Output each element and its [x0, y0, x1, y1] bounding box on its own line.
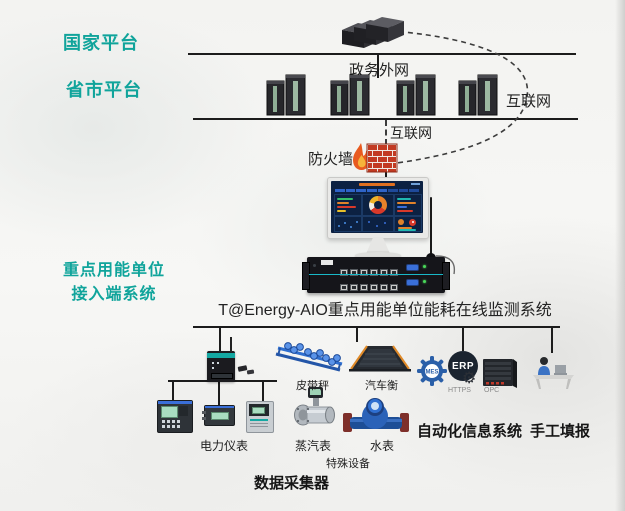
truck-scale-icon	[349, 345, 411, 372]
label-belt-scale: 皮带秤	[296, 380, 329, 392]
system-caption: T@Energy-AIO重点用能单位能耗在线监测系统	[218, 302, 552, 319]
water-meter-icon	[343, 398, 409, 432]
https-caption: HTTPS	[448, 387, 471, 394]
dashboard-panel-donut	[362, 194, 394, 216]
antenna-cable	[435, 255, 456, 275]
opc-caption: OPC	[484, 387, 500, 394]
data-collector-icon	[207, 351, 235, 382]
label-firewall: 防火墙	[308, 151, 354, 168]
appliance-divider	[309, 274, 443, 275]
label-data-collector: 数据采集器	[254, 475, 330, 492]
page-edge-shadow	[615, 0, 625, 511]
label-automation-systems: 自动化信息系统	[417, 423, 523, 440]
gear-icon: ⚙	[462, 370, 477, 387]
belt-scale-icon	[275, 342, 343, 372]
dashed-internet-drop	[385, 120, 387, 145]
line-national-tier	[188, 53, 576, 55]
server-pair-icon	[458, 74, 498, 116]
dashboard-panel-bars	[334, 194, 362, 216]
power-meter-panel-icon	[157, 400, 193, 433]
dashboard-panel-list	[394, 194, 422, 216]
flame-icon	[353, 143, 370, 170]
line-drop-meter-a	[172, 381, 174, 401]
status-led-1	[423, 265, 426, 268]
label-water-meter: 水表	[370, 439, 395, 453]
rack-ear-left	[302, 262, 310, 290]
mes-text: MES	[425, 370, 438, 376]
din-rail-meter-icon	[246, 401, 274, 433]
line-drop-meter-c	[262, 381, 264, 401]
label-provincial-platform: 省市平台	[66, 80, 142, 100]
appliance-led-hole	[313, 264, 316, 267]
firewall-icon	[353, 143, 398, 173]
dashboard-clock	[411, 183, 420, 185]
collector-antenna	[230, 337, 232, 352]
label-internet-arc: 互联网	[506, 93, 552, 110]
status-led-2	[423, 280, 426, 283]
line-drop-automation	[462, 327, 464, 351]
line-drop-meter-b	[218, 381, 220, 405]
server-pair-icon	[266, 74, 306, 116]
dashboard-title-bar	[359, 183, 395, 186]
server-pair-icon	[396, 74, 436, 116]
label-steam-meter: 蒸汽表	[295, 439, 332, 453]
line-drop-manual	[551, 327, 553, 353]
brick-wall-icon	[366, 143, 398, 173]
server-rack-icon	[483, 359, 517, 388]
vga-port-2	[406, 279, 419, 286]
vga-port-1	[406, 264, 419, 271]
line-firewall-monitor	[385, 171, 387, 180]
line-drop-scales	[356, 327, 358, 342]
steam-meter-icon	[294, 387, 335, 426]
server-pair-icon	[330, 74, 370, 116]
national-server-cluster-icon	[342, 17, 404, 48]
monitor-frame	[327, 177, 429, 239]
dashboard-nav	[335, 189, 419, 192]
label-access-line1: 重点用能单位	[62, 262, 165, 279]
label-truck-scale: 汽车衡	[365, 380, 398, 392]
dashboard-panel-trend	[334, 216, 362, 232]
line-drop-collector	[219, 327, 221, 353]
dashboard-panel-gauges	[394, 216, 422, 232]
label-access-system: 重点用能单位 接入端系统	[38, 256, 190, 304]
port-row-1	[340, 263, 400, 281]
antenna-icon	[430, 197, 432, 257]
line-device-bus	[193, 326, 560, 328]
manual-entry-person-icon	[533, 357, 574, 389]
line-provincial-tier	[193, 118, 578, 120]
rack-ear-right	[442, 262, 450, 290]
label-internet-firewall: 互联网	[390, 125, 432, 141]
appliance-label	[321, 260, 333, 265]
erp-text: ERP	[451, 360, 475, 372]
dashboard-screen	[331, 181, 423, 233]
power-meter-small-icon	[202, 405, 235, 426]
gateway-appliance	[302, 257, 450, 296]
dashboard-panel-map	[362, 216, 394, 232]
label-access-line2: 接入端系统	[71, 286, 157, 303]
mes-gear-icon: MES	[417, 356, 447, 386]
label-manual-entry: 手工填报	[530, 423, 591, 440]
label-national-platform: 国家平台	[63, 33, 139, 53]
monitor-stand	[366, 237, 390, 254]
label-power-meters: 电力仪表	[200, 439, 249, 453]
line-gov-drop	[377, 54, 379, 78]
label-special-equipment: 特殊设备	[326, 458, 370, 470]
monitor-stand-base	[355, 252, 401, 259]
erp-circle-icon: ERP	[448, 351, 478, 381]
antenna-base	[426, 253, 436, 260]
port-row-2	[340, 278, 400, 296]
collector-terminal	[211, 373, 233, 379]
